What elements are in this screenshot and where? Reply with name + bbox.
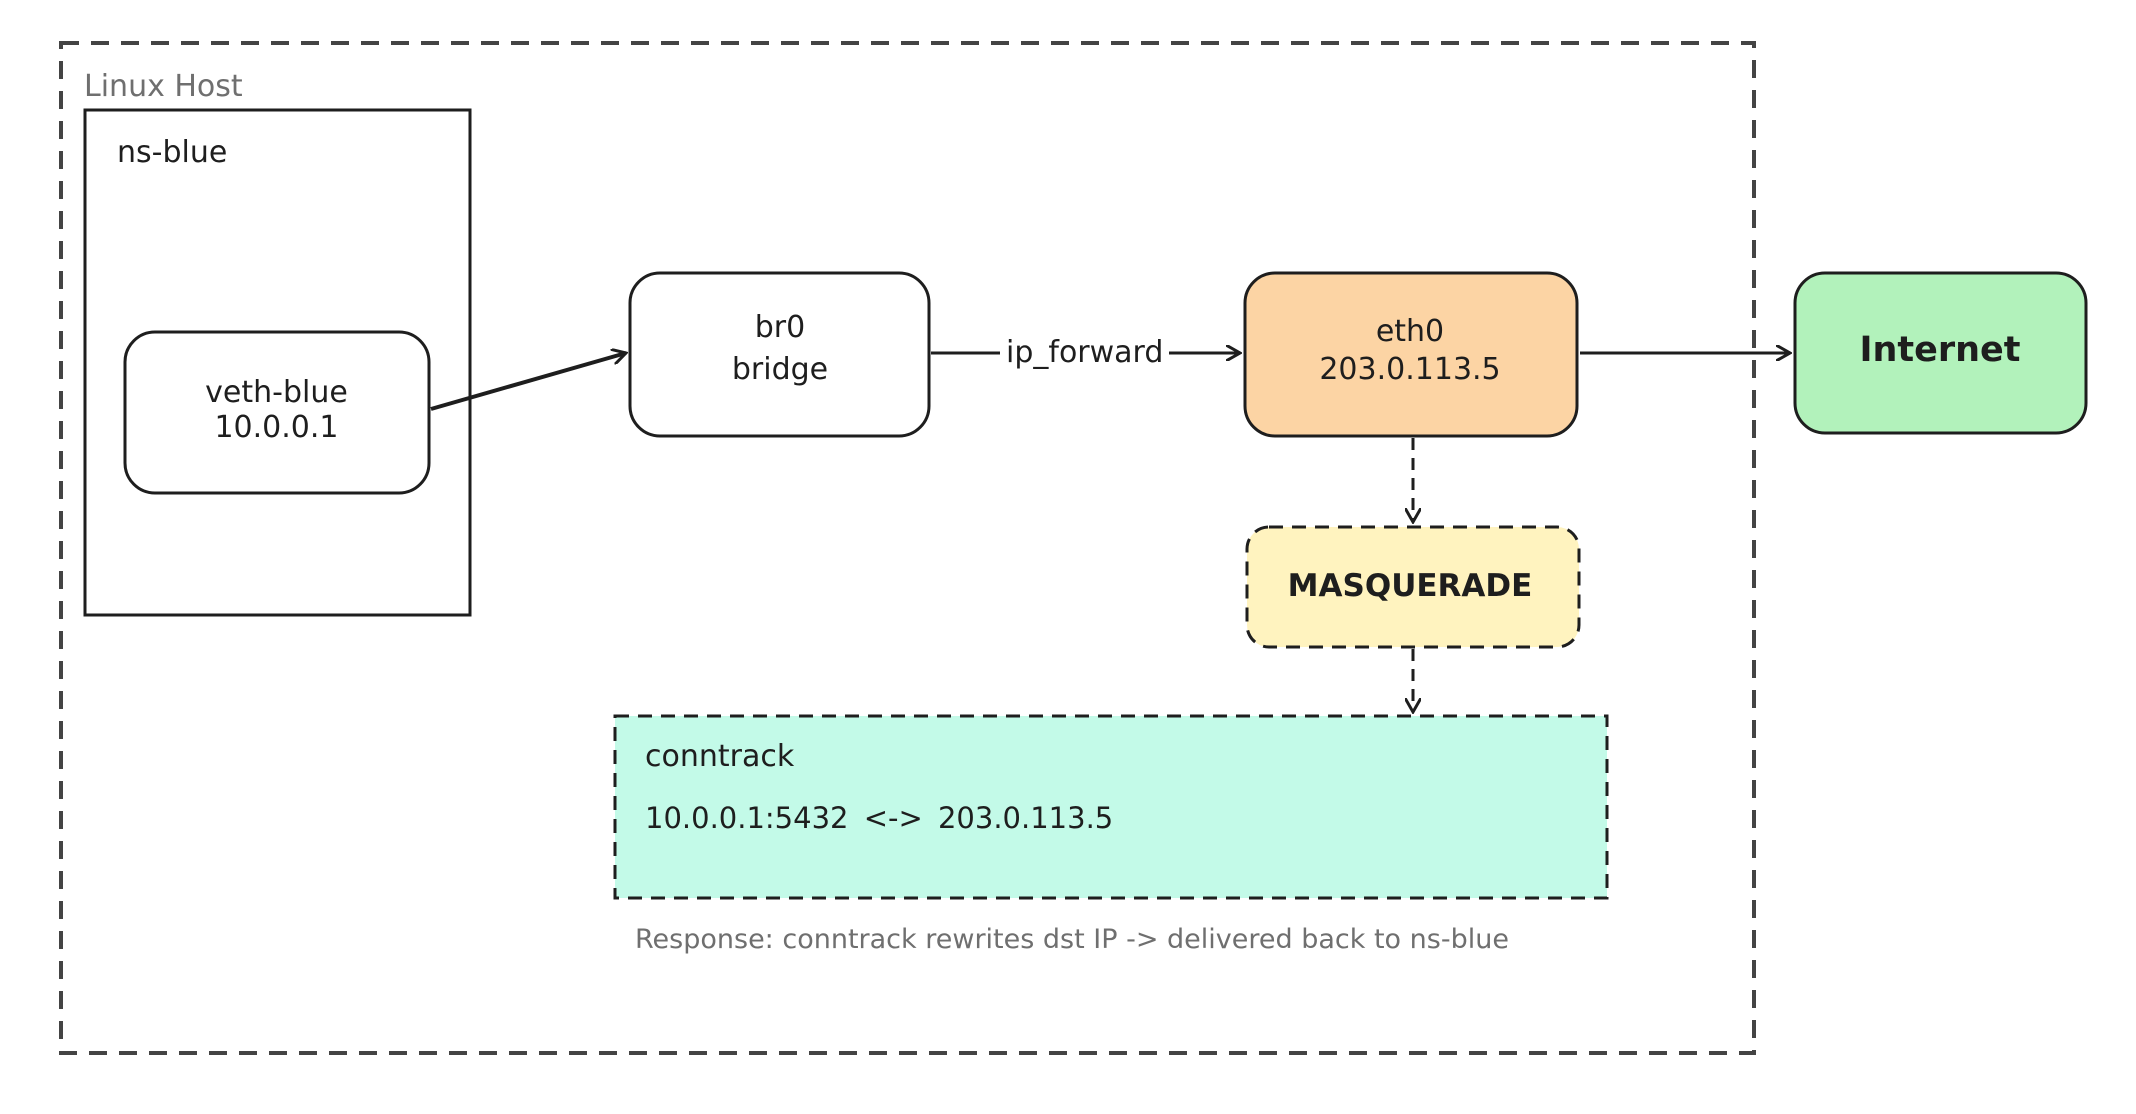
linux-host-label: Linux Host <box>84 69 243 104</box>
eth0-node[interactable] <box>1243 271 1579 438</box>
conntrack-title: conntrack <box>645 739 795 774</box>
conntrack-box[interactable] <box>613 714 1609 900</box>
eth0-ip-label: 203.0.113.5 <box>1319 352 1501 387</box>
internet-label: Internet <box>1859 330 2021 370</box>
veth-blue-node[interactable] <box>123 330 431 495</box>
masquerade-node[interactable] <box>1245 525 1581 649</box>
veth-ip-label: 10.0.0.1 <box>214 410 339 445</box>
veth-name-label: veth-blue <box>205 375 348 410</box>
ip-forward-label: ip_forward <box>1000 338 1170 368</box>
conntrack-entry: 10.0.0.1:5432 <-> 203.0.113.5 <box>645 801 1114 835</box>
internet-node[interactable] <box>1793 271 2088 435</box>
ns-blue-label: ns-blue <box>117 135 228 170</box>
response-note: Response: conntrack rewrites dst IP -> d… <box>635 924 1509 955</box>
br0-node[interactable] <box>628 271 931 438</box>
arrow-veth-to-br0 <box>430 353 626 411</box>
bridge-name-label: br0 <box>754 310 806 345</box>
eth0-name-label: eth0 <box>1375 314 1445 349</box>
masquerade-label: MASQUERADE <box>1287 568 1533 604</box>
ns-blue-box <box>83 108 472 617</box>
bridge-type-label: bridge <box>731 352 829 387</box>
linux-host-frame <box>59 41 1756 1055</box>
